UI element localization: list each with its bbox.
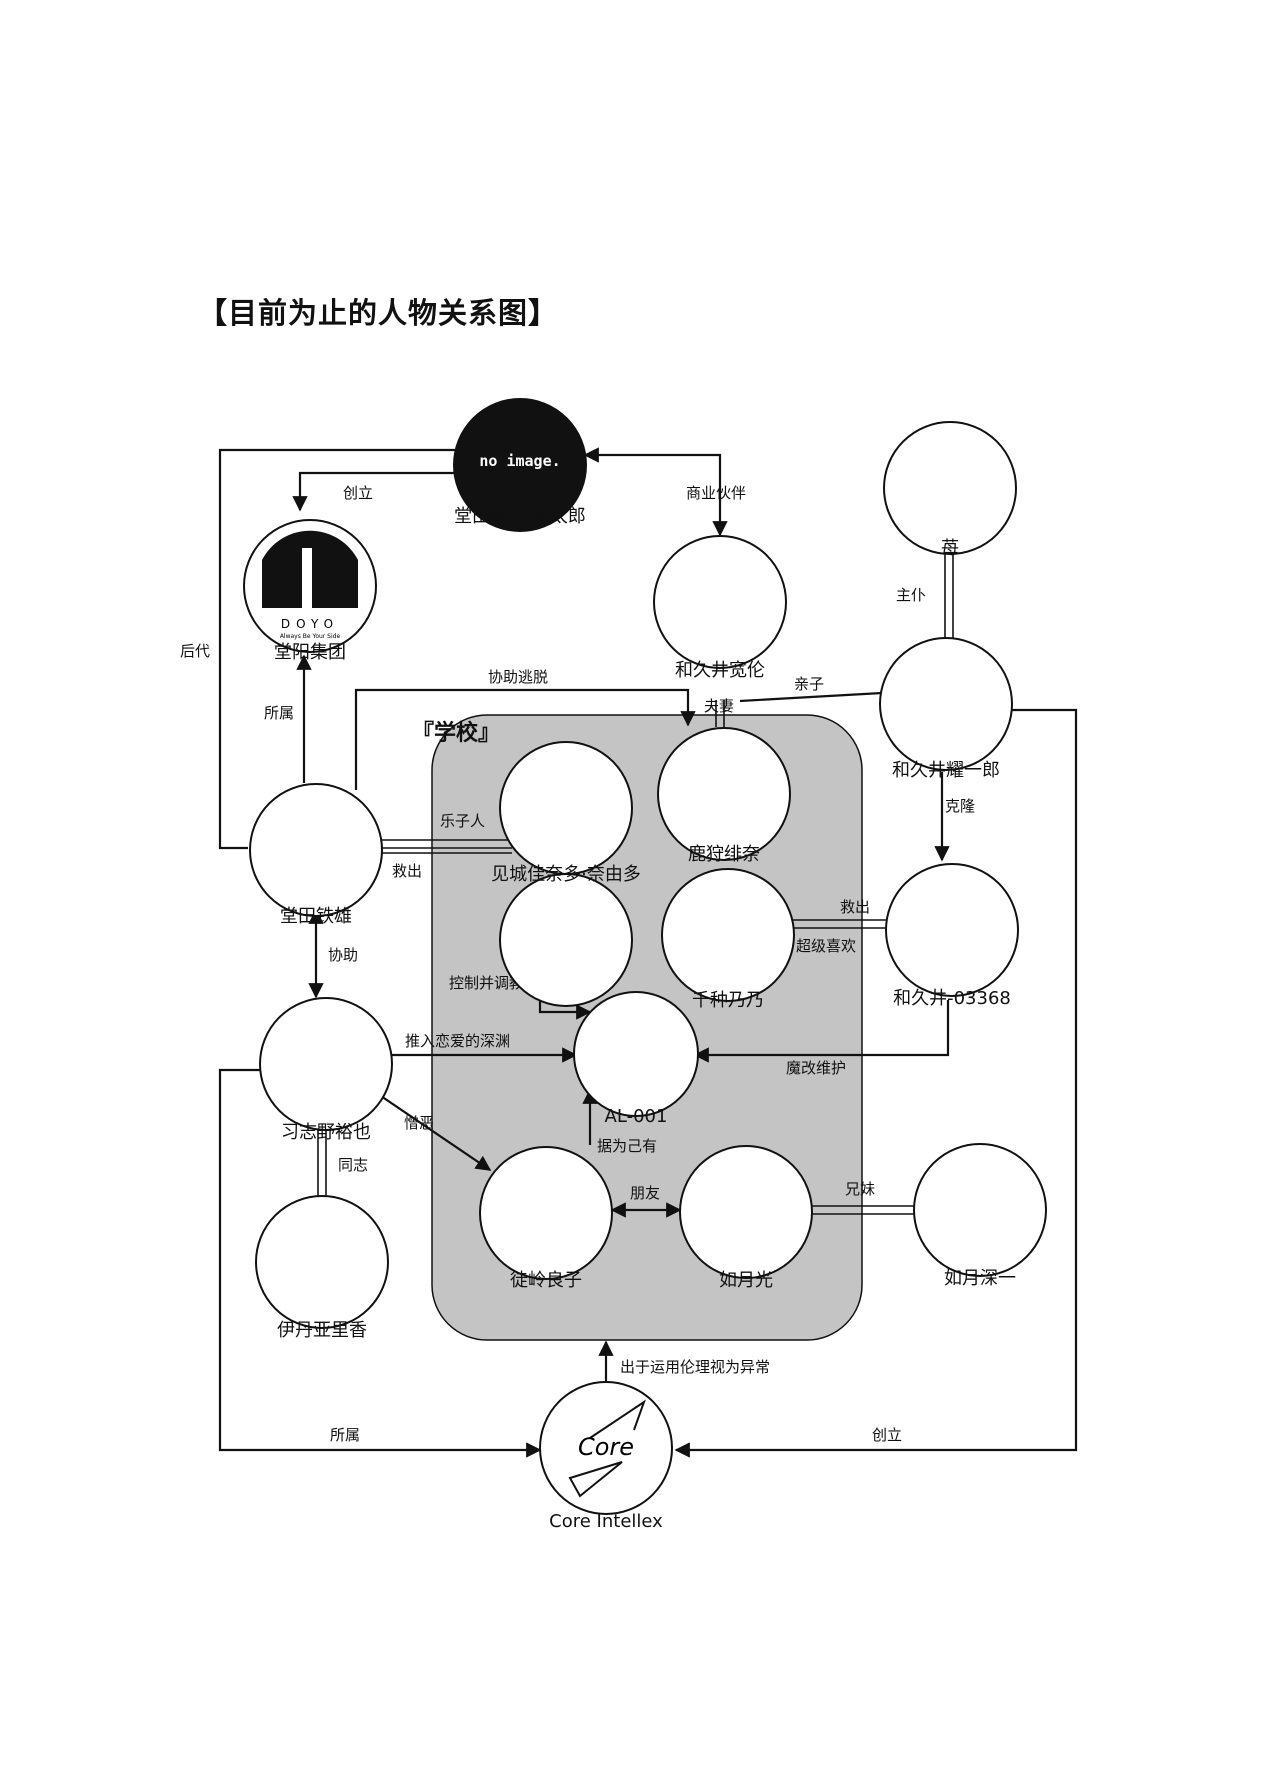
core-logo-text: Core	[578, 1433, 634, 1461]
node-kisaragi-shinichi: 如月深一	[913, 1143, 1047, 1289]
avatar-lower	[499, 873, 633, 1007]
node-label: 和久井-03368	[893, 988, 1011, 1009]
edge-label-control-train: 控制并调教	[449, 974, 524, 992]
edge-label-found-core: 创立	[872, 1426, 902, 1444]
avatar	[573, 991, 699, 1117]
edge-label-hate: 憎恶	[404, 1114, 434, 1132]
node-doyo-group: DOYO Always Be Your Side 堂阳集团	[243, 519, 377, 663]
doyo-logo-text: DOYO	[281, 617, 339, 631]
node-chigusa: 千种乃乃	[661, 868, 795, 1011]
node-wakui-kanrun: 和久井宽伦	[653, 535, 787, 681]
edge-label-assist: 协助	[328, 946, 358, 964]
node-dotada-sr: no image. 堂田赤六·夏太郎	[453, 398, 587, 532]
node-label: 千种乃乃	[692, 990, 764, 1011]
edge-business-partner	[583, 447, 728, 537]
node-label: 堂田赤六·夏太郎	[454, 506, 586, 527]
node-label: 徒岭良子	[510, 1270, 582, 1291]
avatar	[259, 997, 393, 1131]
edge-label-siblings: 兄妹	[845, 1180, 875, 1198]
doyo-logo-subtext: Always Be Your Side	[280, 633, 341, 640]
edge-found-doyo	[292, 471, 455, 512]
node-wakui-03368: 和久井-03368	[885, 863, 1019, 1009]
avatar	[679, 1145, 813, 1279]
node-label: 苺	[941, 538, 959, 559]
edge-affiliated-bottom	[218, 1068, 542, 1458]
node-label: AL-001	[605, 1106, 668, 1127]
edge-label-escape-help: 协助逃脱	[488, 668, 548, 686]
edge-label-descendant: 后代	[180, 642, 210, 660]
edge-label-parent-child: 亲子	[794, 675, 824, 693]
school-label: 『学校』	[412, 720, 500, 746]
avatar	[249, 783, 383, 917]
node-kagari-hina: 鹿狩绯奈	[657, 727, 791, 865]
avatar	[879, 637, 1013, 771]
edge-label-push-love: 推入恋爱的深渊	[405, 1032, 510, 1050]
doyo-logo-bar	[302, 548, 312, 612]
edge-found-core	[674, 708, 1078, 1458]
node-label: 如月光	[719, 1270, 773, 1291]
node-label: 堂阳集团	[274, 642, 346, 663]
avatar	[661, 868, 795, 1002]
avatar-no-image	[453, 398, 587, 532]
node-label: 堂田铁雄	[280, 906, 352, 927]
edge-escape-help	[354, 688, 696, 790]
node-dotada-tetsuo: 堂田铁雄	[249, 783, 383, 927]
node-narashino: 习志野裕也	[259, 997, 393, 1143]
node-label: 伊丹亚里香	[277, 1320, 367, 1341]
core-logo-stroke-top	[589, 1399, 646, 1439]
node-label: 和久井宽伦	[675, 660, 765, 681]
edge-label-business-partner: 商业伙伴	[686, 484, 746, 502]
node-itami: 伊丹亚里香	[255, 1195, 389, 1341]
edge-label-seize: 据为己有	[597, 1137, 657, 1155]
node-wakui-yoichiro: 和久井耀一郎	[879, 637, 1013, 781]
node-label: 和久井耀一郎	[892, 760, 1000, 781]
edge-label-affiliated-bottom: 所属	[330, 1426, 360, 1444]
node-tokorei: 徒岭良子	[479, 1146, 613, 1291]
avatar	[255, 1195, 389, 1329]
no-image-text: no image.	[479, 452, 560, 470]
page-title: 【目前为止的人物关系图】	[198, 296, 559, 330]
edge-parent-child	[739, 691, 883, 703]
edge-label-ethics-anomaly: 出于运用伦理视为异常	[620, 1358, 770, 1376]
edge-hate	[371, 1089, 492, 1171]
edge-label-musician: 乐子人	[440, 812, 485, 830]
node-core: Core Core Intellex	[539, 1381, 673, 1532]
node-label: 习志野裕也	[281, 1122, 371, 1143]
edge-label-clone: 克隆	[945, 797, 975, 815]
node-label: 见城佳奈多·奈由多	[491, 864, 641, 885]
edge-label-found-doyo: 创立	[343, 484, 373, 502]
edge-label-affiliated-top: 所属	[264, 704, 294, 722]
edge-label-comrade: 同志	[338, 1156, 368, 1174]
edge-label-friend: 朋友	[630, 1184, 660, 1202]
node-al001: AL-001	[573, 991, 699, 1127]
node-mei: 苺	[883, 421, 1017, 559]
node-label: Core Intellex	[549, 1511, 663, 1532]
edge-modify-maintain	[693, 1000, 950, 1063]
node-label: 如月深一	[944, 1268, 1016, 1289]
node-kisaragi-hikari: 如月光	[679, 1145, 813, 1291]
avatar	[657, 727, 791, 861]
avatar	[883, 421, 1017, 555]
avatar-upper	[499, 741, 633, 875]
node-label: 鹿狩绯奈	[688, 844, 760, 865]
edge-label-master-servant: 主仆	[896, 586, 926, 604]
avatar	[913, 1143, 1047, 1277]
edge-label-super-like: 超级喜欢	[796, 937, 856, 955]
node-mishiro: 见城佳奈多·奈由多	[491, 741, 641, 1007]
edge-label-spouse: 夫妻	[704, 697, 734, 715]
core-logo-stroke-bottom	[568, 1461, 623, 1498]
edge-label-rescue-b: 救出	[840, 898, 870, 916]
avatar	[885, 863, 1019, 997]
avatar	[479, 1146, 613, 1280]
edge-label-rescue-a: 救出	[392, 862, 422, 880]
edge-descendant	[218, 448, 455, 850]
edge-label-modify-maintain: 魔改维护	[786, 1059, 846, 1077]
avatar	[653, 535, 787, 669]
